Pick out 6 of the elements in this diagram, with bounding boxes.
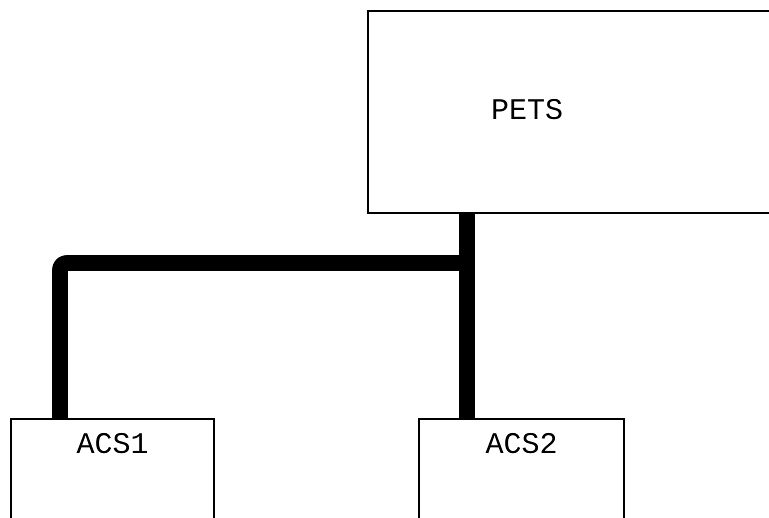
box-label: PETS	[490, 94, 563, 130]
process-box	[418, 418, 625, 518]
box-label: ACS2	[485, 428, 558, 464]
process-box	[367, 10, 769, 214]
process-box	[10, 418, 215, 518]
box-label: ACS1	[76, 428, 148, 464]
